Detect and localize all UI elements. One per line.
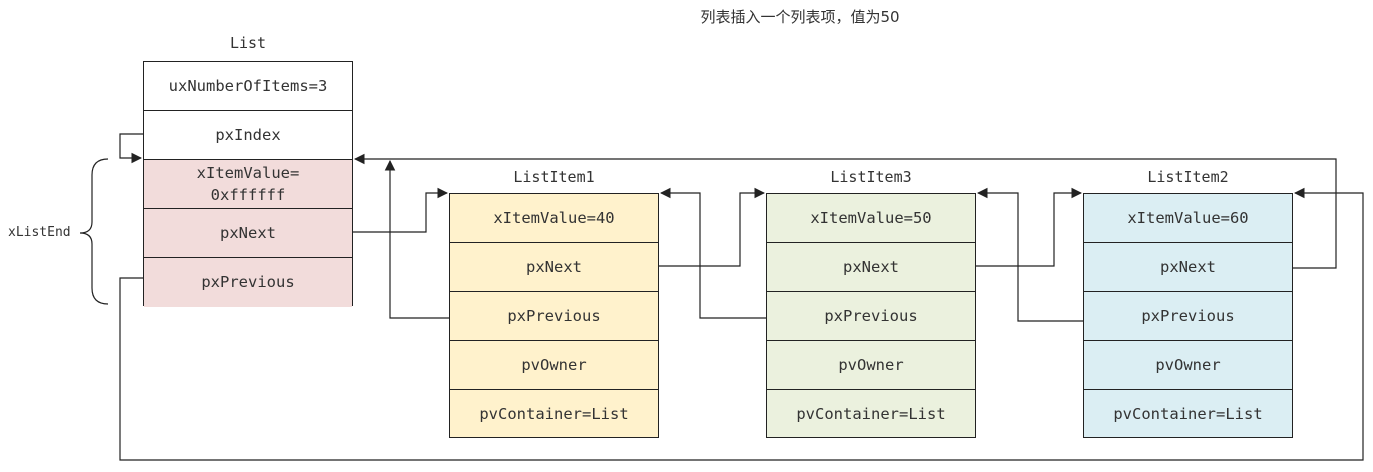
list-field-count: uxNumberOfItems=3 <box>144 62 352 111</box>
list-box: uxNumberOfItems=3 pxIndex xItemValue= 0x… <box>143 61 353 307</box>
diagram-title: 列表插入一个列表项，值为50 <box>700 8 900 26</box>
list-item-box-3: xItemValue=50 pxNext pxPrevious pvOwner … <box>766 193 976 438</box>
item2-pxnext: pxNext <box>1084 243 1292 292</box>
item3-pxprevious: pxPrevious <box>767 292 975 341</box>
arrow-item2-prev-to-item3 <box>976 187 1083 322</box>
item1-pxprevious: pxPrevious <box>450 292 658 341</box>
arrow-item3-next-to-item2 <box>976 187 1083 267</box>
arrow-end-next-to-item1 <box>353 187 449 233</box>
list-field-pxindex: pxIndex <box>144 111 352 160</box>
item3-pvowner: pvOwner <box>767 341 975 390</box>
item3-pxnext: pxNext <box>767 243 975 292</box>
item-label-listitem2: ListItem2 <box>1147 168 1229 186</box>
list-end-item-value: xItemValue= 0xffffff <box>144 160 352 209</box>
arrow-item2-next-to-end <box>353 153 1337 269</box>
item2-pvcontainer: pvContainer=List <box>1113 405 1263 424</box>
xlistend-brace <box>79 158 109 305</box>
item-label-listitem1: ListItem1 <box>513 168 595 186</box>
item2-pxprevious: pxPrevious <box>1084 292 1292 341</box>
item2-pvowner: pvOwner <box>1084 341 1292 390</box>
item3-value: xItemValue=50 <box>767 194 975 243</box>
list-item-box-2: xItemValue=60 pxNext pxPrevious pvOwner … <box>1083 193 1293 438</box>
arrow-pxindex-to-end <box>119 133 143 164</box>
xlistend-label: xListEnd <box>8 225 71 240</box>
arrow-end-prev-to-item2 <box>119 187 1364 461</box>
list-item-box-1: xItemValue=40 pxNext pxPrevious pvOwner … <box>449 193 659 438</box>
item1-pvowner: pvOwner <box>450 341 658 390</box>
item3-pvcontainer: pvContainer=List <box>796 405 946 424</box>
item1-pvcontainer: pvContainer=List <box>479 405 629 424</box>
arrow-item1-prev-to-end <box>384 159 449 319</box>
list-label: List <box>229 34 267 52</box>
item1-pxnext: pxNext <box>450 243 658 292</box>
arrow-item1-next-to-item3 <box>659 187 766 267</box>
item-label-listitem3: ListItem3 <box>830 168 912 186</box>
arrow-item3-prev-to-item1 <box>659 187 766 319</box>
list-end-pxnext: pxNext <box>144 209 352 258</box>
list-end-pxprevious: pxPrevious <box>144 258 352 307</box>
item1-value: xItemValue=40 <box>450 194 658 243</box>
item2-value: xItemValue=60 <box>1084 194 1292 243</box>
